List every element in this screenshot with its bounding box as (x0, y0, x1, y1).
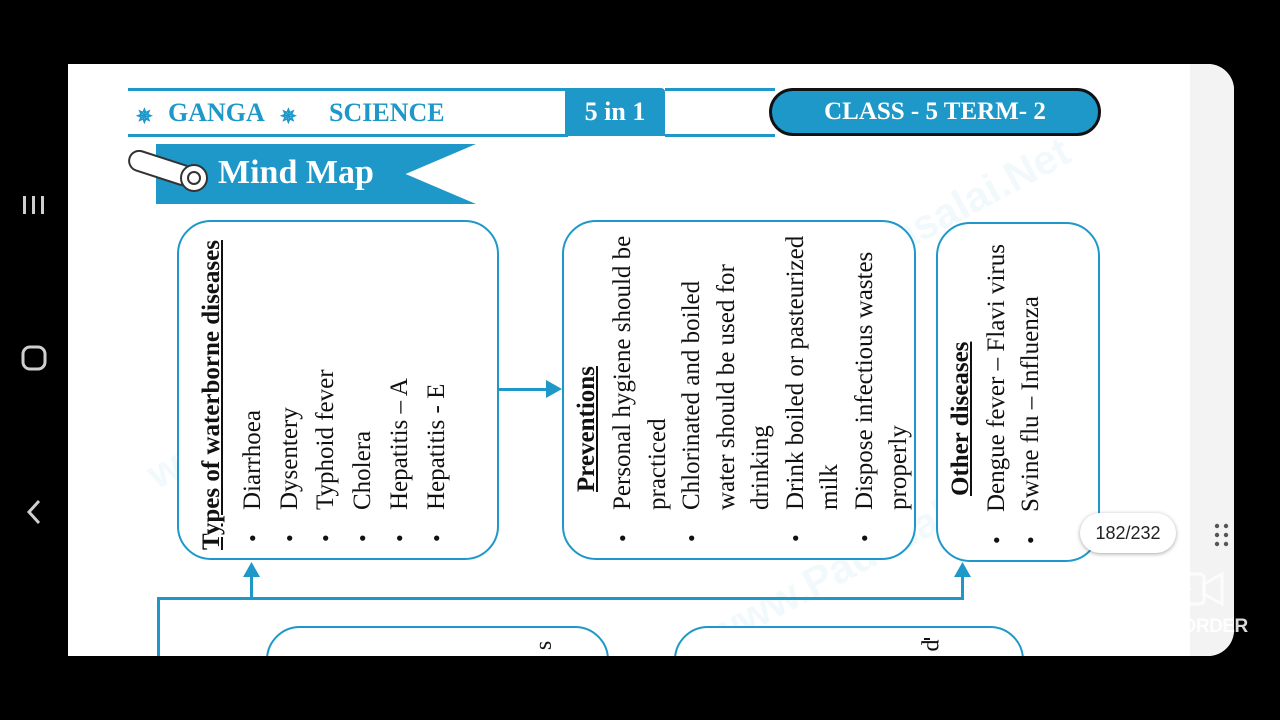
connector-line (499, 388, 555, 391)
lower-right-box: d (674, 626, 1024, 656)
lower-right-dash (924, 638, 930, 640)
navigation-bar (0, 0, 68, 720)
waterborne-diseases-content: Types of waterborne diseases Diarrhoea D… (195, 240, 455, 550)
recent-apps-button[interactable] (14, 185, 54, 225)
document-page[interactable]: www.Padasalai.Net www.Padasalai.Net www.… (68, 64, 1234, 656)
list-item: Personal hygiene should be practiced (606, 228, 675, 528)
edition-tag: 5 in 1 (565, 88, 665, 136)
back-button[interactable] (14, 492, 54, 532)
preventions-title: Preventions (573, 366, 600, 492)
list-item: Typhoid fever (308, 240, 345, 528)
connector-line (157, 597, 964, 600)
list-item: Diarrhoea (235, 240, 272, 528)
connector-line (961, 574, 964, 599)
header-rule-bottom (665, 134, 775, 137)
waterborne-diseases-list: Diarrhoea Dysentery Typhoid fever Choler… (235, 240, 455, 528)
arrow-up-icon (243, 562, 260, 577)
header-rule-top (128, 88, 568, 91)
list-item: Dysentery (272, 240, 309, 528)
back-icon (26, 499, 41, 525)
preventions-content: Preventions Personal hygiene should be p… (570, 228, 915, 550)
other-diseases-list: Dengue fever – Flavi virus Swine flu – I… (980, 230, 1048, 530)
page-counter: 182/232 (1080, 513, 1176, 553)
mind-map-title: Mind Map (218, 154, 374, 191)
preventions-box: Preventions Personal hygiene should be p… (562, 220, 916, 560)
list-item: Dispose infectious wastes properly (848, 228, 915, 528)
list-item: Drink boiled or pasteurized milk (779, 228, 848, 528)
home-icon (21, 345, 47, 371)
star-icon: ✵ (136, 106, 153, 128)
other-diseases-title: Other diseases (947, 341, 974, 496)
scroll-handle-icon[interactable] (1214, 522, 1230, 548)
lower-left-fragment: s (531, 640, 558, 651)
lower-right-fragment: d (918, 639, 945, 652)
list-item: Hepatitis – A (382, 240, 419, 528)
scroll-icon (128, 150, 208, 192)
subject-title: SCIENCE (329, 98, 445, 127)
header-rule-bottom (128, 134, 568, 137)
page-edge (1190, 64, 1234, 656)
connector-line (157, 597, 160, 656)
list-item: Dengue fever – Flavi virus (980, 230, 1014, 530)
list-item: Hepatitis - E (419, 240, 456, 528)
star-icon: ✵ (280, 106, 297, 128)
class-term-badge: CLASS - 5 TERM- 2 (769, 88, 1101, 136)
connector-line (250, 574, 253, 599)
list-item: Cholera (345, 240, 382, 528)
list-item: Chlorinated and boiled water should be u… (675, 228, 779, 528)
lower-left-box: s (266, 626, 609, 656)
home-button[interactable] (14, 338, 54, 378)
other-diseases-content: Other diseases Dengue fever – Flavi viru… (944, 232, 1048, 552)
header-rule-top (665, 88, 775, 91)
recents-icon (23, 196, 44, 214)
video-recorder-icon (1162, 571, 1224, 607)
recorder-watermark: V RECORDER (1126, 616, 1248, 637)
brand-name: GANGA (168, 98, 265, 127)
arrow-right-icon (546, 380, 562, 398)
arrow-up-icon (954, 562, 971, 577)
waterborne-diseases-box: Types of waterborne diseases Diarrhoea D… (177, 220, 499, 560)
list-item: Swine flu – Influenza (1014, 230, 1048, 530)
other-diseases-box: Other diseases Dengue fever – Flavi viru… (936, 222, 1100, 562)
preventions-list: Personal hygiene should be practiced Chl… (606, 228, 915, 528)
waterborne-diseases-title: Types of waterborne diseases (198, 240, 225, 550)
